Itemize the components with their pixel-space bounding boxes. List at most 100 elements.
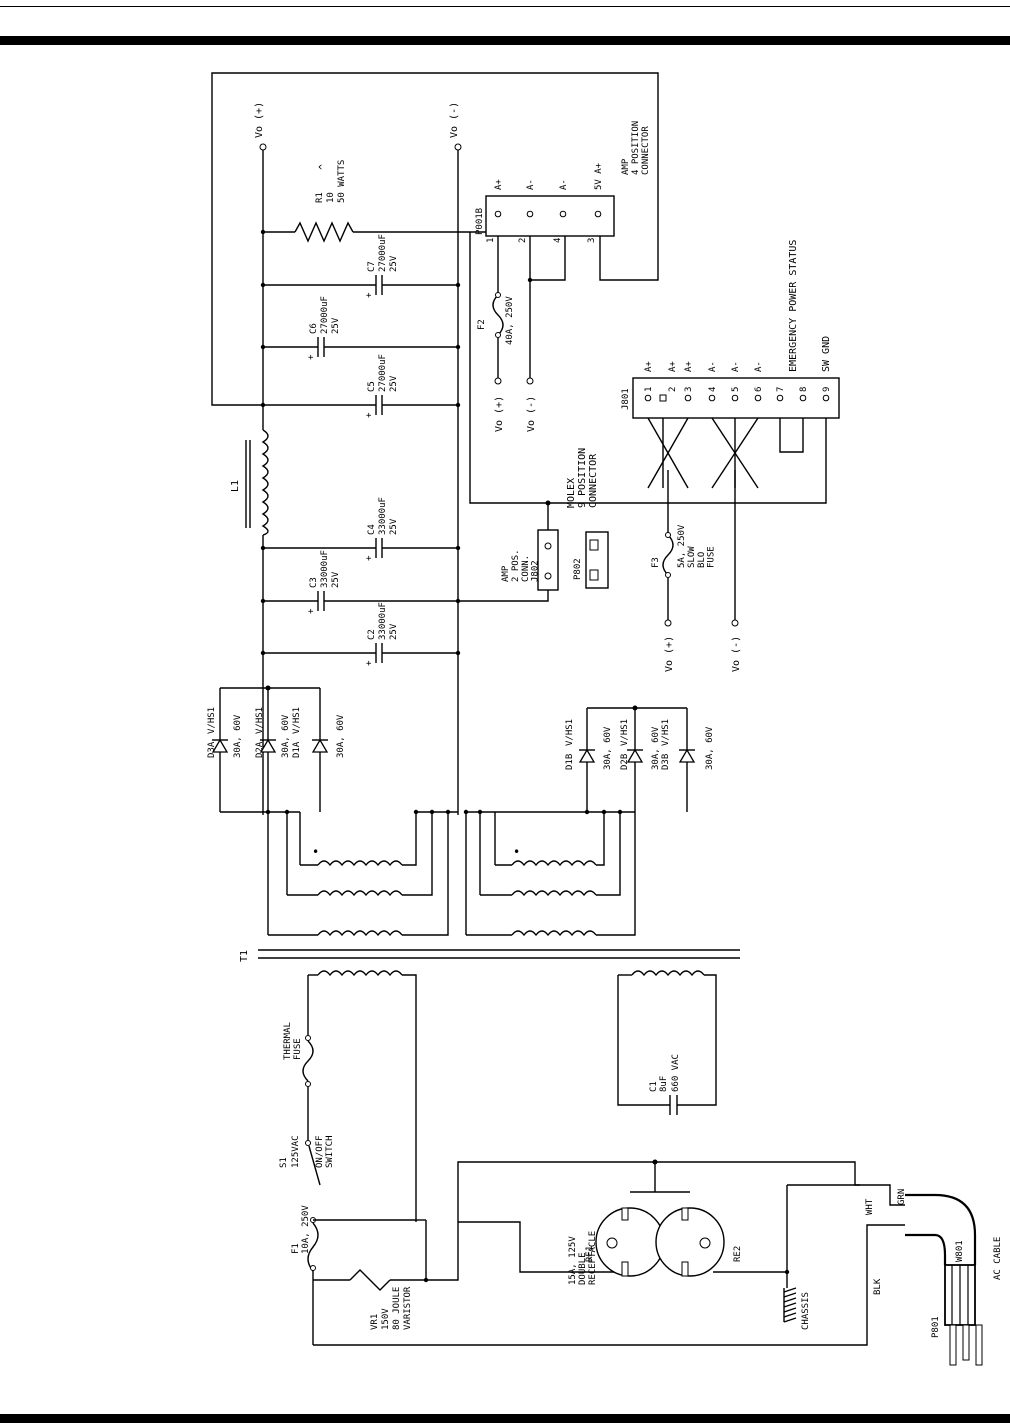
svg-text:A-: A- [559,179,569,190]
vo-pos-f3: Vo (+) [664,636,675,672]
transformer-t1: T1 C1 8uF 660 VAC [239,949,740,1222]
connector-j802-p802: AMP2 POS.CONN.J802 P802 [458,503,609,602]
chassis-label: CHASSIS [801,1292,811,1330]
grn-label: GRN [897,1189,907,1205]
c6-ref: C6 [309,323,319,334]
d3b-mount: V/HS1 [661,719,671,746]
f2-rating: 40A, 250V [505,296,515,345]
d1b-ref: D1B [565,754,575,770]
c6-val: 27000uF [320,296,330,334]
svg-text:5V A+: 5V A+ [594,162,604,190]
c3-volt: 25V [331,571,341,588]
svg-text:A-: A- [526,179,536,190]
d3b-ref: D3B [661,754,671,770]
svg-text:A-: A- [731,361,741,372]
p001b-ref: P001B [475,208,485,235]
bottom-thick-rule [0,1414,1010,1423]
c7-val: 27000uF [378,234,388,272]
d3b-rating: 30A, 60V [705,726,715,770]
c4-ref: C4 [367,524,377,535]
c5-volt: 25V [389,375,399,392]
svg-text:6: 6 [754,387,764,392]
r1-ohm: ^ [318,164,329,170]
c2-volt: 25V [389,623,399,640]
c3-val: 33000uF [320,550,330,588]
d2a-mount: V/HS1 [255,707,265,734]
svg-text:4: 4 [708,387,718,392]
diode-bridge-b: D1B V/HS1 30A, 60V D2B V/HS1 30A, 60V D3… [565,705,715,812]
svg-text:+: + [308,353,314,363]
dc-bus-rails [211,72,659,815]
svg-text:9: 9 [822,387,832,392]
d1b-mount: V/HS1 [565,719,575,746]
svg-text:7: 7 [776,387,786,392]
d3a-rating: 30A, 60V [233,714,243,758]
svg-text:1: 1 [644,387,654,392]
svg-text:A+: A+ [684,361,694,372]
d3a-ref: D3A [207,741,217,758]
r1-watts: 50 WATTS [337,160,347,203]
ac-cable-plug: W801 AC CABLE P801 [905,1193,1003,1366]
c2-val: 33000uF [378,602,388,640]
c7-volt: 25V [389,255,399,272]
j802-label: AMP2 POS.CONN.J802 [501,549,541,582]
d1b-rating: 30A, 60V [603,726,613,770]
vr1-l1: 150V [381,1308,391,1330]
r1-val: 10 [326,192,336,203]
d1a-ref: D1A [292,741,302,758]
primary-circuit: THERMALFUSE S1 125VAC ON/OFFSWITCH F1 10… [279,975,905,1346]
w801-label: W801 [955,1240,965,1262]
svg-text:A+: A+ [494,179,504,190]
svg-text:•: • [312,845,319,859]
emergency-power-status: EMERGENCY POWER STATUS [788,240,799,372]
d1a-rating: 30A, 60V [336,714,346,758]
svg-text:+: + [366,659,372,669]
c3-ref: C3 [309,577,319,588]
d2a-ref: D2A [255,741,265,758]
connector-j801: J801 1 2 3 4 5 6 7 8 9 A+ A+ A+ A- A- A-… [469,232,840,672]
resistor-r1: R1 10 50 WATTS ^ [260,160,486,243]
c5-ref: C5 [367,381,377,392]
receptacle-ac-wiring: 15A, 125VDOUBLERECEPTACLE RE1 RE2 CHASSI… [457,1159,907,1330]
top-thin-rule [0,6,1010,7]
wht-label: WHT [865,1198,875,1215]
svg-text:+: + [366,411,372,421]
l1-ref: L1 [230,480,241,492]
p802-ref: P802 [573,558,583,580]
secondary-windings-a: • [265,809,458,937]
r1-ref: R1 [315,192,325,203]
top-thick-rule [0,36,1010,45]
vr1-ref: VR1 [370,1314,380,1330]
vo-pos-top-label: Vo (+) [254,102,265,138]
svg-text:+: + [308,607,314,617]
f3-rating: 5A, 250VSLOWBLOFUSE [677,524,717,568]
svg-text:2: 2 [668,387,678,392]
svg-text:+: + [366,554,372,564]
receptacle-desc: 15A, 125VDOUBLERECEPTACLE [568,1231,598,1285]
c1-volt: 660 VAC [671,1054,681,1092]
molex-label: MOLEX9 POSITIONCONNECTOR [566,448,599,508]
c6-volt: 25V [331,317,341,334]
s1-desc: ON/OFFSWITCH [315,1135,335,1168]
f2-ref: F2 [477,319,487,330]
j801-ref: J801 [621,388,631,410]
re2-ref: RE2 [733,1246,743,1262]
sw-gnd-label: SW GND [821,336,832,372]
c4-val: 33000uF [378,497,388,535]
p001b-title: AMP4 POSITIONCONNECTOR [621,121,651,175]
ac-cable-label: AC CABLE [993,1237,1003,1280]
c1-ref: C1 [649,1081,659,1092]
vo-neg-f3: Vo (-) [731,636,742,672]
vr1-l3: VARISTOR [403,1286,413,1330]
svg-text:3: 3 [587,238,597,243]
svg-text:•: • [513,845,520,859]
svg-text:5: 5 [731,387,741,392]
c2-ref: C2 [367,629,377,640]
blk-label: BLK [873,1278,883,1295]
vo-neg-f2: Vo (-) [526,396,537,432]
c7-ref: C7 [367,261,377,272]
svg-text:+: + [366,291,372,301]
svg-text:4: 4 [553,238,563,243]
c5-val: 27000uF [378,354,388,392]
